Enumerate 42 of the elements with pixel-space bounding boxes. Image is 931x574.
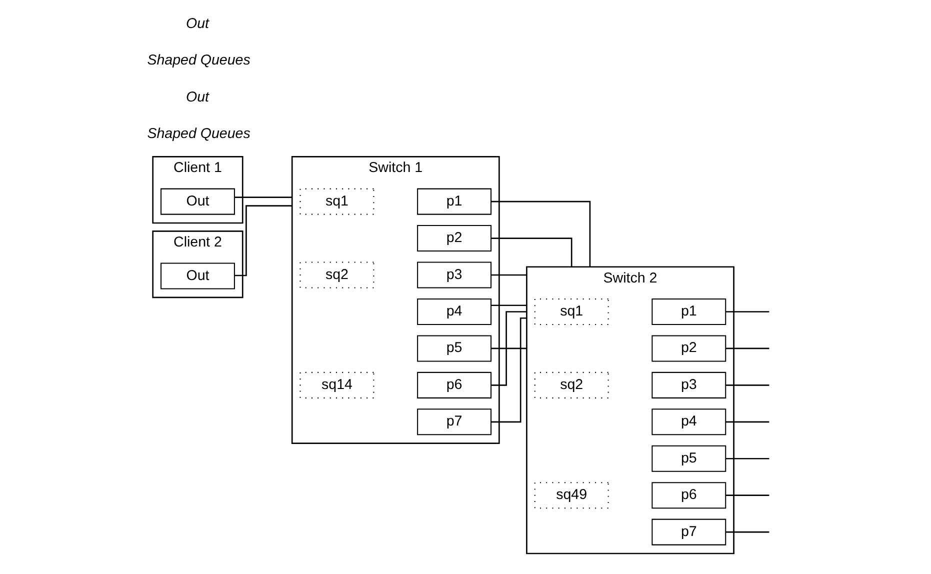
connector (726, 494, 770, 496)
node-box: sq14 (300, 372, 374, 398)
connector (726, 458, 770, 460)
label: Shaped Queues (147, 52, 250, 69)
label: Out (186, 16, 210, 32)
connector (491, 274, 527, 276)
node-box: sq2 (300, 262, 374, 288)
node-box: sq2 (534, 372, 609, 398)
node-box: p2 (417, 225, 492, 252)
connector (234, 205, 292, 276)
label: Shaped Queues (147, 126, 250, 142)
node-box: p6 (417, 372, 492, 398)
connector (491, 348, 527, 350)
node-box: Out (160, 188, 235, 215)
node-box: p1 (652, 298, 726, 325)
connector (726, 531, 770, 533)
connector (491, 200, 591, 267)
node-box: p2 (652, 335, 726, 362)
node-box: p5 (652, 445, 726, 472)
connector (726, 348, 770, 350)
connector (726, 384, 770, 386)
node-box: sq1 (300, 188, 374, 215)
node-box: p7 (652, 518, 726, 546)
connector (491, 317, 527, 423)
node-box: sq1 (534, 298, 609, 325)
node-box: p6 (652, 482, 726, 509)
node-box: p3 (417, 262, 492, 288)
label: Out (186, 89, 210, 106)
connector (491, 311, 527, 386)
node-box: p4 (652, 408, 726, 436)
node-box: p4 (417, 298, 492, 325)
connector (491, 238, 572, 267)
node-box: sq49 (534, 482, 609, 509)
connector (726, 421, 770, 423)
node-box: p3 (652, 372, 726, 398)
connector (726, 311, 770, 312)
node-box: p5 (417, 335, 492, 362)
connector (491, 304, 527, 306)
node-box: Out (160, 262, 235, 290)
connector (234, 196, 292, 198)
node-box: p7 (417, 408, 492, 436)
node-box: p1 (417, 188, 492, 215)
